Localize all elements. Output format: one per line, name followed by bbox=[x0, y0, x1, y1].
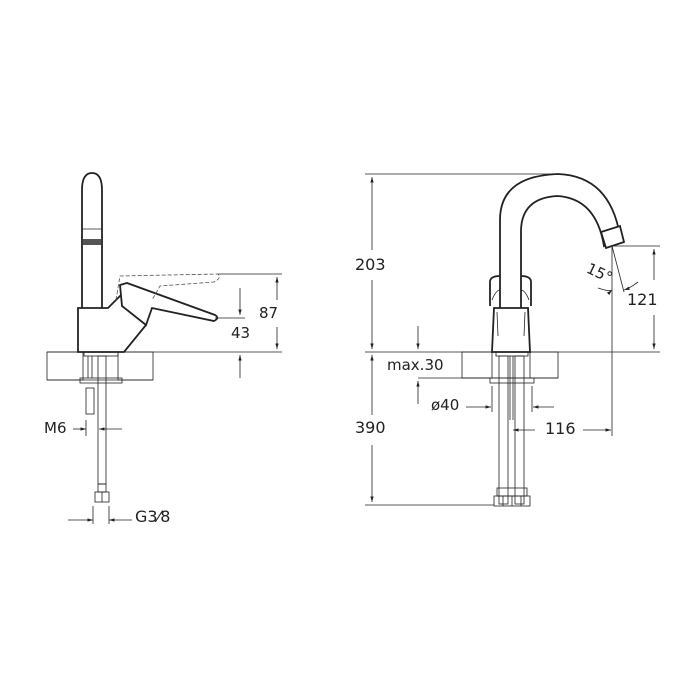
dim-116-label: 116 bbox=[545, 419, 576, 438]
handle-collar bbox=[489, 275, 532, 306]
g38-thread-label: G3⁄8 bbox=[135, 507, 171, 526]
m6-thread-label: M6 bbox=[44, 419, 67, 437]
right-view bbox=[365, 173, 660, 507]
left-view bbox=[46, 172, 282, 524]
dim-43-label: 43 bbox=[231, 324, 251, 342]
dim-203-label: 203 bbox=[355, 255, 386, 274]
dim-390-label: 390 bbox=[355, 418, 386, 437]
mixer-body bbox=[491, 307, 531, 353]
gooseneck-spout bbox=[499, 173, 621, 308]
dim-121-label: 121 bbox=[627, 290, 658, 309]
spout-tube bbox=[81, 172, 103, 308]
dim-d40-label: ø40 bbox=[431, 396, 460, 414]
dim-87-label: 87 bbox=[259, 304, 279, 322]
dim-max30-label: max.30 bbox=[387, 356, 444, 374]
lever-handle bbox=[119, 282, 219, 327]
